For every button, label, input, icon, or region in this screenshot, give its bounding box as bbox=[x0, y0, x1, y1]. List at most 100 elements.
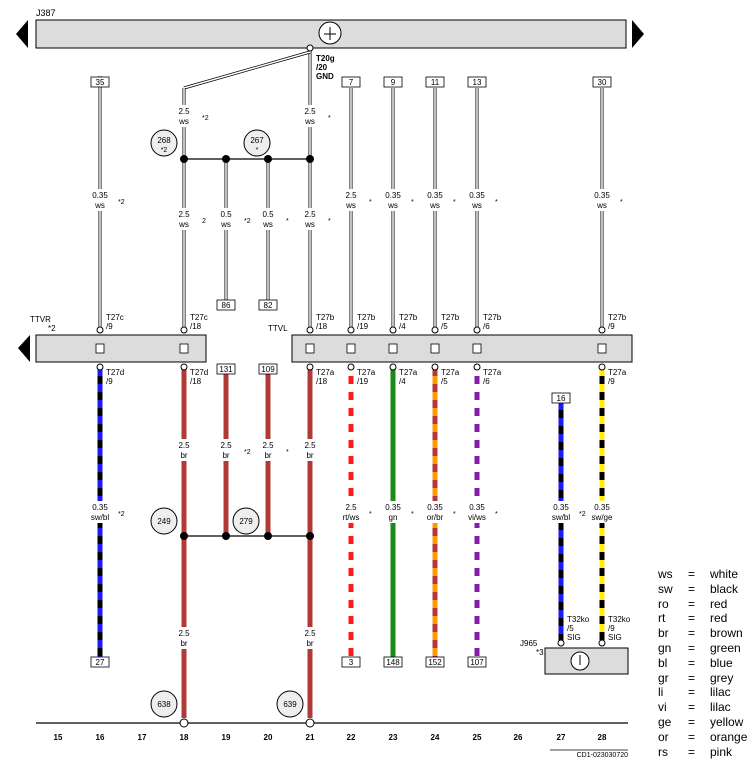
wire-27-stripe bbox=[558, 402, 564, 410]
wire-16-stripe bbox=[97, 464, 103, 472]
ref-circle bbox=[150, 129, 178, 157]
ref-circle bbox=[150, 507, 178, 535]
wire-color-label: ws bbox=[304, 220, 315, 229]
wire-25-stripe bbox=[474, 560, 480, 568]
wire-22-stripe bbox=[348, 448, 354, 456]
legend-abbr: ge bbox=[658, 714, 672, 729]
wire-size-label: 2.5 bbox=[345, 191, 357, 200]
pin-socket bbox=[598, 639, 606, 647]
pin-socket bbox=[180, 363, 188, 371]
top-ref-box bbox=[383, 76, 403, 88]
ref-circle bbox=[150, 690, 178, 718]
top-ref-box-label: 35 bbox=[96, 78, 105, 87]
wire-28-stripe bbox=[599, 416, 605, 424]
wire-note: *2 bbox=[244, 449, 251, 456]
column-number: 26 bbox=[514, 733, 523, 742]
ref-circle bbox=[276, 690, 304, 718]
pin-label: /9 bbox=[608, 377, 615, 386]
wire-label-bg bbox=[170, 627, 198, 649]
pin-label: /9 bbox=[608, 322, 615, 331]
pin-label: T32ko bbox=[608, 615, 631, 624]
wire-note: * bbox=[328, 115, 331, 122]
wire-size-label: 0.35 bbox=[92, 191, 108, 200]
pin-label: T27c bbox=[106, 313, 124, 322]
mid-ref-box bbox=[258, 363, 278, 375]
wire-28-stripe bbox=[599, 560, 605, 568]
top-ref-box bbox=[592, 76, 612, 88]
wire-24-stripe bbox=[432, 448, 438, 456]
legend-abbr: gr bbox=[658, 670, 669, 685]
wire-color-label: br bbox=[180, 639, 187, 648]
wire-22-stripe bbox=[348, 464, 354, 472]
wire-16-stripe bbox=[97, 432, 103, 440]
wire-color-label: br bbox=[222, 451, 229, 460]
wire-24-stripe bbox=[432, 416, 438, 424]
legend-row: vi=lilac bbox=[658, 700, 753, 715]
column-number: 21 bbox=[306, 733, 315, 742]
wire-size-label: 2.5 bbox=[304, 107, 316, 116]
pin-label: T27d bbox=[106, 368, 124, 377]
wire-28-stripe bbox=[599, 496, 605, 504]
wire-22-stripe bbox=[348, 608, 354, 616]
wire-size-label: 0.35 bbox=[553, 503, 569, 512]
legend-row: bl=blue bbox=[658, 656, 753, 671]
wire-color-label: ws bbox=[178, 117, 189, 126]
wire-size-label: 2.5 bbox=[304, 441, 316, 450]
legend-abbr: bl bbox=[658, 655, 668, 670]
wire-label-bg bbox=[421, 189, 449, 211]
pin-label: /9 bbox=[608, 624, 615, 633]
wire-24-stripe bbox=[432, 400, 438, 408]
splice-dot bbox=[264, 532, 272, 540]
pin-contact bbox=[597, 343, 607, 354]
wire-label-bg bbox=[254, 439, 282, 461]
legend-eq: = bbox=[688, 670, 696, 685]
wire-18-base bbox=[181, 368, 187, 718]
pin-contact bbox=[346, 343, 356, 354]
pin-socket bbox=[306, 44, 314, 52]
wire-16-stripe bbox=[97, 384, 103, 392]
column-number: 19 bbox=[222, 733, 231, 742]
pin-socket bbox=[598, 326, 606, 334]
wire-16-stripe bbox=[97, 608, 103, 616]
wire-24-stripe bbox=[432, 368, 438, 376]
pin-label: T27b bbox=[608, 313, 627, 322]
wire-25-stripe bbox=[474, 496, 480, 504]
wire-note: * bbox=[411, 199, 414, 206]
top-ref-box bbox=[467, 76, 487, 88]
ref-circle-label: 639 bbox=[283, 700, 297, 709]
column-number: 20 bbox=[264, 733, 273, 742]
legend-abbr: or bbox=[658, 729, 669, 744]
wire-color-label: or/br bbox=[427, 513, 444, 522]
pin-contact bbox=[388, 343, 398, 354]
column-number: 23 bbox=[389, 733, 398, 742]
wire-24-stripe bbox=[432, 608, 438, 616]
pin-label: T27b bbox=[399, 313, 418, 322]
wire-27-stripe bbox=[558, 482, 564, 490]
ttvr-housing bbox=[35, 334, 207, 363]
wire-size-label: 2.5 bbox=[178, 441, 190, 450]
wire-25-stripe bbox=[474, 640, 480, 648]
wire-27-stripe bbox=[558, 546, 564, 554]
wire-28-stripe bbox=[599, 480, 605, 488]
wire-color-label: ws bbox=[178, 220, 189, 229]
legend-abbr: br bbox=[658, 626, 669, 641]
wire-24-stripe bbox=[432, 544, 438, 552]
pin-label: T27d bbox=[190, 368, 208, 377]
bottom-ref-box bbox=[551, 392, 571, 404]
top-ref-box bbox=[90, 76, 110, 88]
legend-eq: = bbox=[688, 744, 696, 759]
wire-16-stripe bbox=[97, 528, 103, 536]
ttvl-housing bbox=[291, 334, 633, 363]
wire-size-label: 2.5 bbox=[345, 503, 357, 512]
pin-contact bbox=[472, 343, 482, 354]
wire-note: *2 bbox=[244, 218, 251, 225]
column-number: 22 bbox=[347, 733, 356, 742]
pin-label: /9 bbox=[106, 377, 113, 386]
ref-circle-label: 268 bbox=[157, 136, 171, 145]
pin-contact bbox=[95, 343, 105, 354]
bottom-ref-box bbox=[90, 656, 110, 668]
pin-label: /18 bbox=[316, 377, 328, 386]
pin-contact bbox=[305, 343, 315, 354]
wire-note: * bbox=[369, 511, 372, 518]
wire-note: 2 bbox=[202, 218, 206, 225]
